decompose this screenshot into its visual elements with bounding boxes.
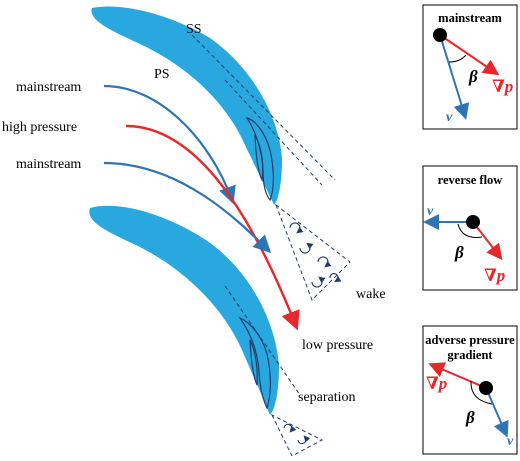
wake-vortex — [329, 273, 342, 283]
beta-label: β — [454, 243, 464, 262]
high-pressure-streamline — [125, 124, 300, 331]
inset-title-line1: adverse pressure — [425, 333, 515, 347]
bottom-vortex-1 — [249, 339, 258, 386]
low-pressure-label: low pressure — [302, 338, 373, 353]
v-label: v — [446, 110, 453, 125]
angle-arc — [470, 380, 493, 405]
grad-p-arrow — [472, 221, 503, 261]
angle-arc — [457, 223, 483, 238]
bottom-wake — [270, 413, 324, 457]
bottom-blade-shape — [89, 205, 279, 415]
mainstream-bottom-streamline — [103, 161, 272, 254]
top-blade-shape — [91, 6, 282, 206]
v-label: v — [427, 204, 434, 219]
ps-label: PS — [154, 67, 170, 82]
wake-vortex — [283, 423, 297, 433]
high-pressure-label: high pressure — [2, 120, 77, 135]
top-wake-boundary — [274, 203, 351, 301]
mainstream-bottom-label: mainstream — [16, 157, 81, 172]
velocity-arrow — [485, 387, 509, 438]
fluid-particle — [433, 28, 447, 42]
top-shear-line-1 — [191, 34, 336, 181]
wake-vortex — [317, 256, 332, 268]
grad-p-arrow — [428, 362, 487, 389]
top-blade — [91, 6, 336, 206]
grad-p-label: ∇p — [484, 266, 505, 285]
beta-label: β — [468, 67, 478, 86]
inset-frame — [422, 4, 518, 130]
grad-p-label: ∇p — [426, 374, 447, 393]
mainstream-top-label: mainstream — [16, 80, 81, 95]
angle-arc — [448, 54, 467, 63]
velocity-arrow — [439, 34, 470, 120]
inset-title: mainstream — [438, 11, 502, 25]
grad-p-arrow — [439, 34, 500, 76]
grad-p-label: ∇p — [492, 77, 513, 96]
top-wake — [274, 203, 351, 301]
wake-label: wake — [356, 287, 386, 302]
fluid-particle — [479, 381, 493, 395]
separation-label: separation — [298, 390, 356, 405]
beta-label: β — [465, 408, 475, 427]
top-vortex-1 — [254, 134, 264, 183]
inset-title: reverse flow — [438, 173, 503, 187]
v-label: v — [507, 434, 514, 449]
wake-vortex — [311, 276, 326, 288]
inset-title-line2: gradient — [447, 348, 493, 362]
top-separation-bubble — [245, 117, 274, 202]
fluid-particle — [466, 215, 480, 229]
bottom-shear-line-1 — [224, 285, 301, 396]
wake-vortex — [299, 242, 314, 254]
bottom-blade — [89, 205, 301, 415]
inset-mainstream: mainstream β ∇p v — [422, 4, 518, 130]
bottom-wake-boundary — [270, 413, 324, 457]
inset-reverse-flow: reverse flow β ∇p v — [422, 165, 518, 291]
wake-vortex — [289, 222, 304, 234]
wake-vortex — [297, 435, 311, 445]
mainstream-top-streamline — [103, 84, 236, 205]
inset-adverse-pressure-gradient: adverse pressure gradient β ∇p v — [422, 325, 518, 455]
ss-label: SS — [186, 22, 202, 37]
bottom-separation-bubble — [238, 316, 271, 410]
top-shear-line-2 — [224, 79, 323, 186]
